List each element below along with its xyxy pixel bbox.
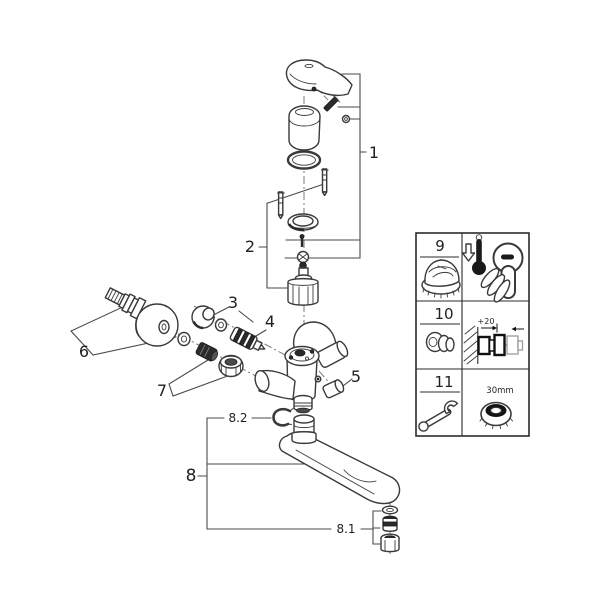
- callout-8-2: 8.2: [228, 411, 247, 425]
- spout-collar: [291, 414, 317, 445]
- small-valve-part: [296, 250, 310, 270]
- extension-nipple-part: [425, 331, 455, 353]
- nut-30mm: 30mm: [479, 386, 514, 429]
- callout-6: 6: [79, 342, 89, 361]
- cap-part-5: [322, 379, 345, 399]
- temperature-limit-icon: [461, 234, 486, 275]
- wrench-icon: [418, 400, 459, 432]
- callout-2: 2: [245, 237, 255, 256]
- thermometer-stem-icon: [476, 239, 482, 264]
- callout-8: 8: [186, 466, 197, 486]
- fixing-pin-right: [320, 168, 329, 197]
- flow-restrictor: [195, 342, 219, 362]
- cartridge-screw: [299, 234, 305, 247]
- callout-8-1: 8.1: [336, 522, 355, 536]
- callout-3: 3: [228, 293, 238, 312]
- fixing-pin-left: [277, 191, 285, 220]
- hand-on-lever-icon: [480, 242, 524, 303]
- check-valve: [229, 326, 266, 351]
- retaining-clip: [272, 407, 294, 427]
- faucet-body: [254, 321, 349, 414]
- aerator-set: [380, 505, 400, 553]
- ball-joint: [191, 305, 215, 330]
- union-nut: [218, 354, 244, 378]
- washer-6: [177, 331, 191, 347]
- callout-7: 7: [157, 381, 167, 400]
- escutcheon-disc: [135, 303, 179, 347]
- mounting-ring: [287, 213, 319, 232]
- accessories-panel: 9 10: [415, 232, 530, 437]
- panel-number-10: 10: [434, 305, 453, 323]
- washer-3: [214, 318, 228, 332]
- down-arrow-icon: [461, 243, 476, 262]
- dome-cap: [288, 105, 321, 151]
- panel-number-11: 11: [434, 373, 453, 391]
- callout-lines: [70, 73, 382, 545]
- callout-4: 4: [265, 312, 275, 331]
- callout-5: 5: [351, 367, 361, 386]
- wrench-size-label: 30mm: [486, 386, 513, 396]
- thermometer-bulb-icon: [472, 261, 486, 275]
- dimension-label: +20: [478, 317, 495, 326]
- wall-extension-diagram: +20: [463, 317, 524, 365]
- cartridge: [287, 267, 319, 306]
- callout-1: 1: [369, 143, 379, 162]
- handle-screw: [323, 95, 351, 124]
- o-ring: [286, 150, 322, 170]
- lever-handle: [285, 59, 353, 97]
- grip-part: [421, 259, 461, 299]
- s-union: [104, 287, 147, 320]
- panel-number-9: 9: [435, 237, 445, 255]
